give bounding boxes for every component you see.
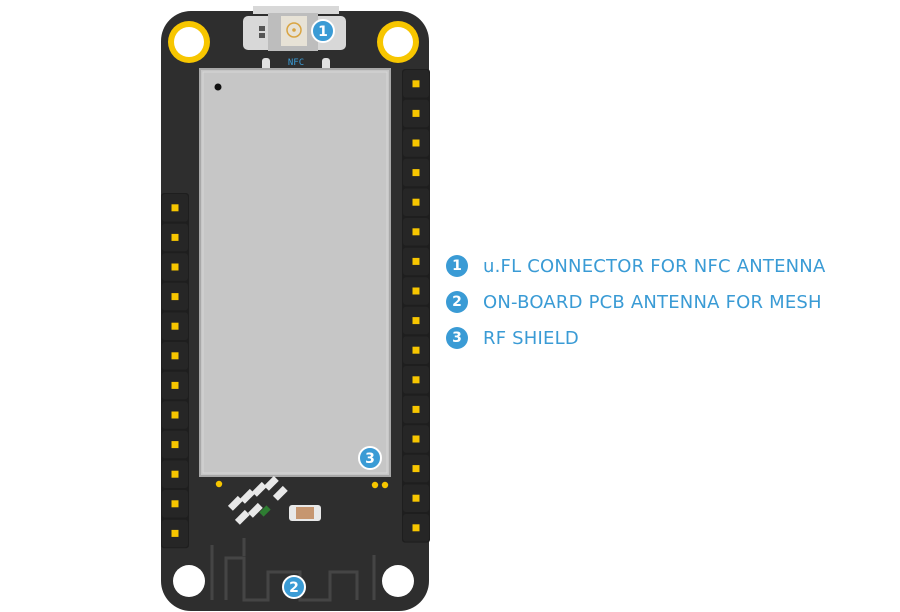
ufl-connector-ring: [286, 22, 302, 38]
header-pin: [171, 500, 179, 508]
header-pin: [412, 287, 420, 295]
crystal-body: [296, 507, 314, 519]
smd-component: [247, 502, 263, 518]
legend-label: RF SHIELD: [483, 327, 579, 349]
mount-hole-bottom-left: [173, 565, 205, 597]
right-pin-header: [402, 69, 430, 543]
header-pin: [171, 204, 179, 212]
legend: 1 u.FL CONNECTOR FOR NFC ANTENNA 2 ON-BO…: [446, 248, 825, 356]
smd-component: [234, 509, 250, 525]
header-pin: [412, 109, 420, 117]
smd-led-green: [259, 505, 271, 517]
ufl-connector-pad: [253, 6, 339, 14]
header-pin: [171, 293, 179, 301]
yellow-pad: [381, 481, 389, 489]
marker-3: 3: [358, 446, 382, 470]
header-pin: [171, 233, 179, 241]
header-pin: [171, 263, 179, 271]
header-pin: [412, 80, 420, 88]
left-pin-header: [161, 193, 189, 549]
smd-component: [227, 495, 243, 511]
mount-hole-center: [383, 27, 413, 57]
header-pin: [412, 494, 420, 502]
header-pin: [412, 346, 420, 354]
legend-label: ON-BOARD PCB ANTENNA FOR MESH: [483, 291, 822, 313]
ufl-connector-pin: [292, 28, 296, 32]
pin-header-body: [402, 69, 430, 543]
marker-1-number: 1: [318, 24, 328, 40]
legend-item-ufl-connector: 1 u.FL CONNECTOR FOR NFC ANTENNA: [446, 248, 825, 284]
legend-number-badge: 2: [446, 291, 468, 313]
marker-1: 1: [311, 19, 335, 43]
legend-label: u.FL CONNECTOR FOR NFC ANTENNA: [483, 255, 826, 277]
marker-3-circle: [358, 446, 382, 470]
header-pin: [412, 317, 420, 325]
header-pin: [171, 441, 179, 449]
header-pin: [171, 529, 179, 537]
smd-component: [239, 488, 255, 504]
header-pin: [412, 435, 420, 443]
header-pin: [412, 376, 420, 384]
header-pin: [171, 322, 179, 330]
header-pin: [171, 470, 179, 478]
legend-number-badge: 1: [446, 255, 468, 277]
pcb-antenna-trace: [210, 545, 376, 602]
legend-item-rf-shield: 3 RF SHIELD: [446, 320, 825, 356]
header-pin: [412, 405, 420, 413]
ufl-small-pad: [259, 26, 265, 31]
header-pin: [171, 411, 179, 419]
header-pin: [412, 139, 420, 147]
marker-1-circle: [311, 19, 335, 43]
diagonal-components: [227, 475, 288, 525]
header-pin: [412, 169, 420, 177]
header-pin: [171, 352, 179, 360]
yellow-pad: [215, 480, 223, 488]
pin-header-body: [161, 193, 189, 549]
legend-number-badge: 3: [446, 327, 468, 349]
rf-shield-pin1-dot: [214, 83, 222, 91]
legend-item-pcb-antenna: 2 ON-BOARD PCB ANTENNA FOR MESH: [446, 284, 825, 320]
nfc-silkscreen-label: NFC: [288, 58, 304, 68]
rf-shield-inner: [202, 71, 388, 474]
marker-2-circle: [282, 575, 306, 599]
yellow-pad: [371, 481, 379, 489]
marker-2: 2: [282, 575, 306, 599]
header-pin: [171, 381, 179, 389]
marker-2-number: 2: [289, 580, 299, 596]
header-pin: [412, 524, 420, 532]
marker-3-number: 3: [365, 451, 375, 467]
smd-component: [263, 475, 279, 491]
smd-component: [251, 481, 267, 497]
mount-hole-center: [174, 27, 204, 57]
header-pin: [412, 198, 420, 206]
mount-hole-bottom-right: [382, 565, 414, 597]
header-pin: [412, 228, 420, 236]
smd-component: [272, 485, 288, 501]
header-pin: [412, 465, 420, 473]
header-pin: [412, 257, 420, 265]
rf-shield: [199, 68, 391, 477]
ufl-small-pad: [259, 33, 265, 38]
